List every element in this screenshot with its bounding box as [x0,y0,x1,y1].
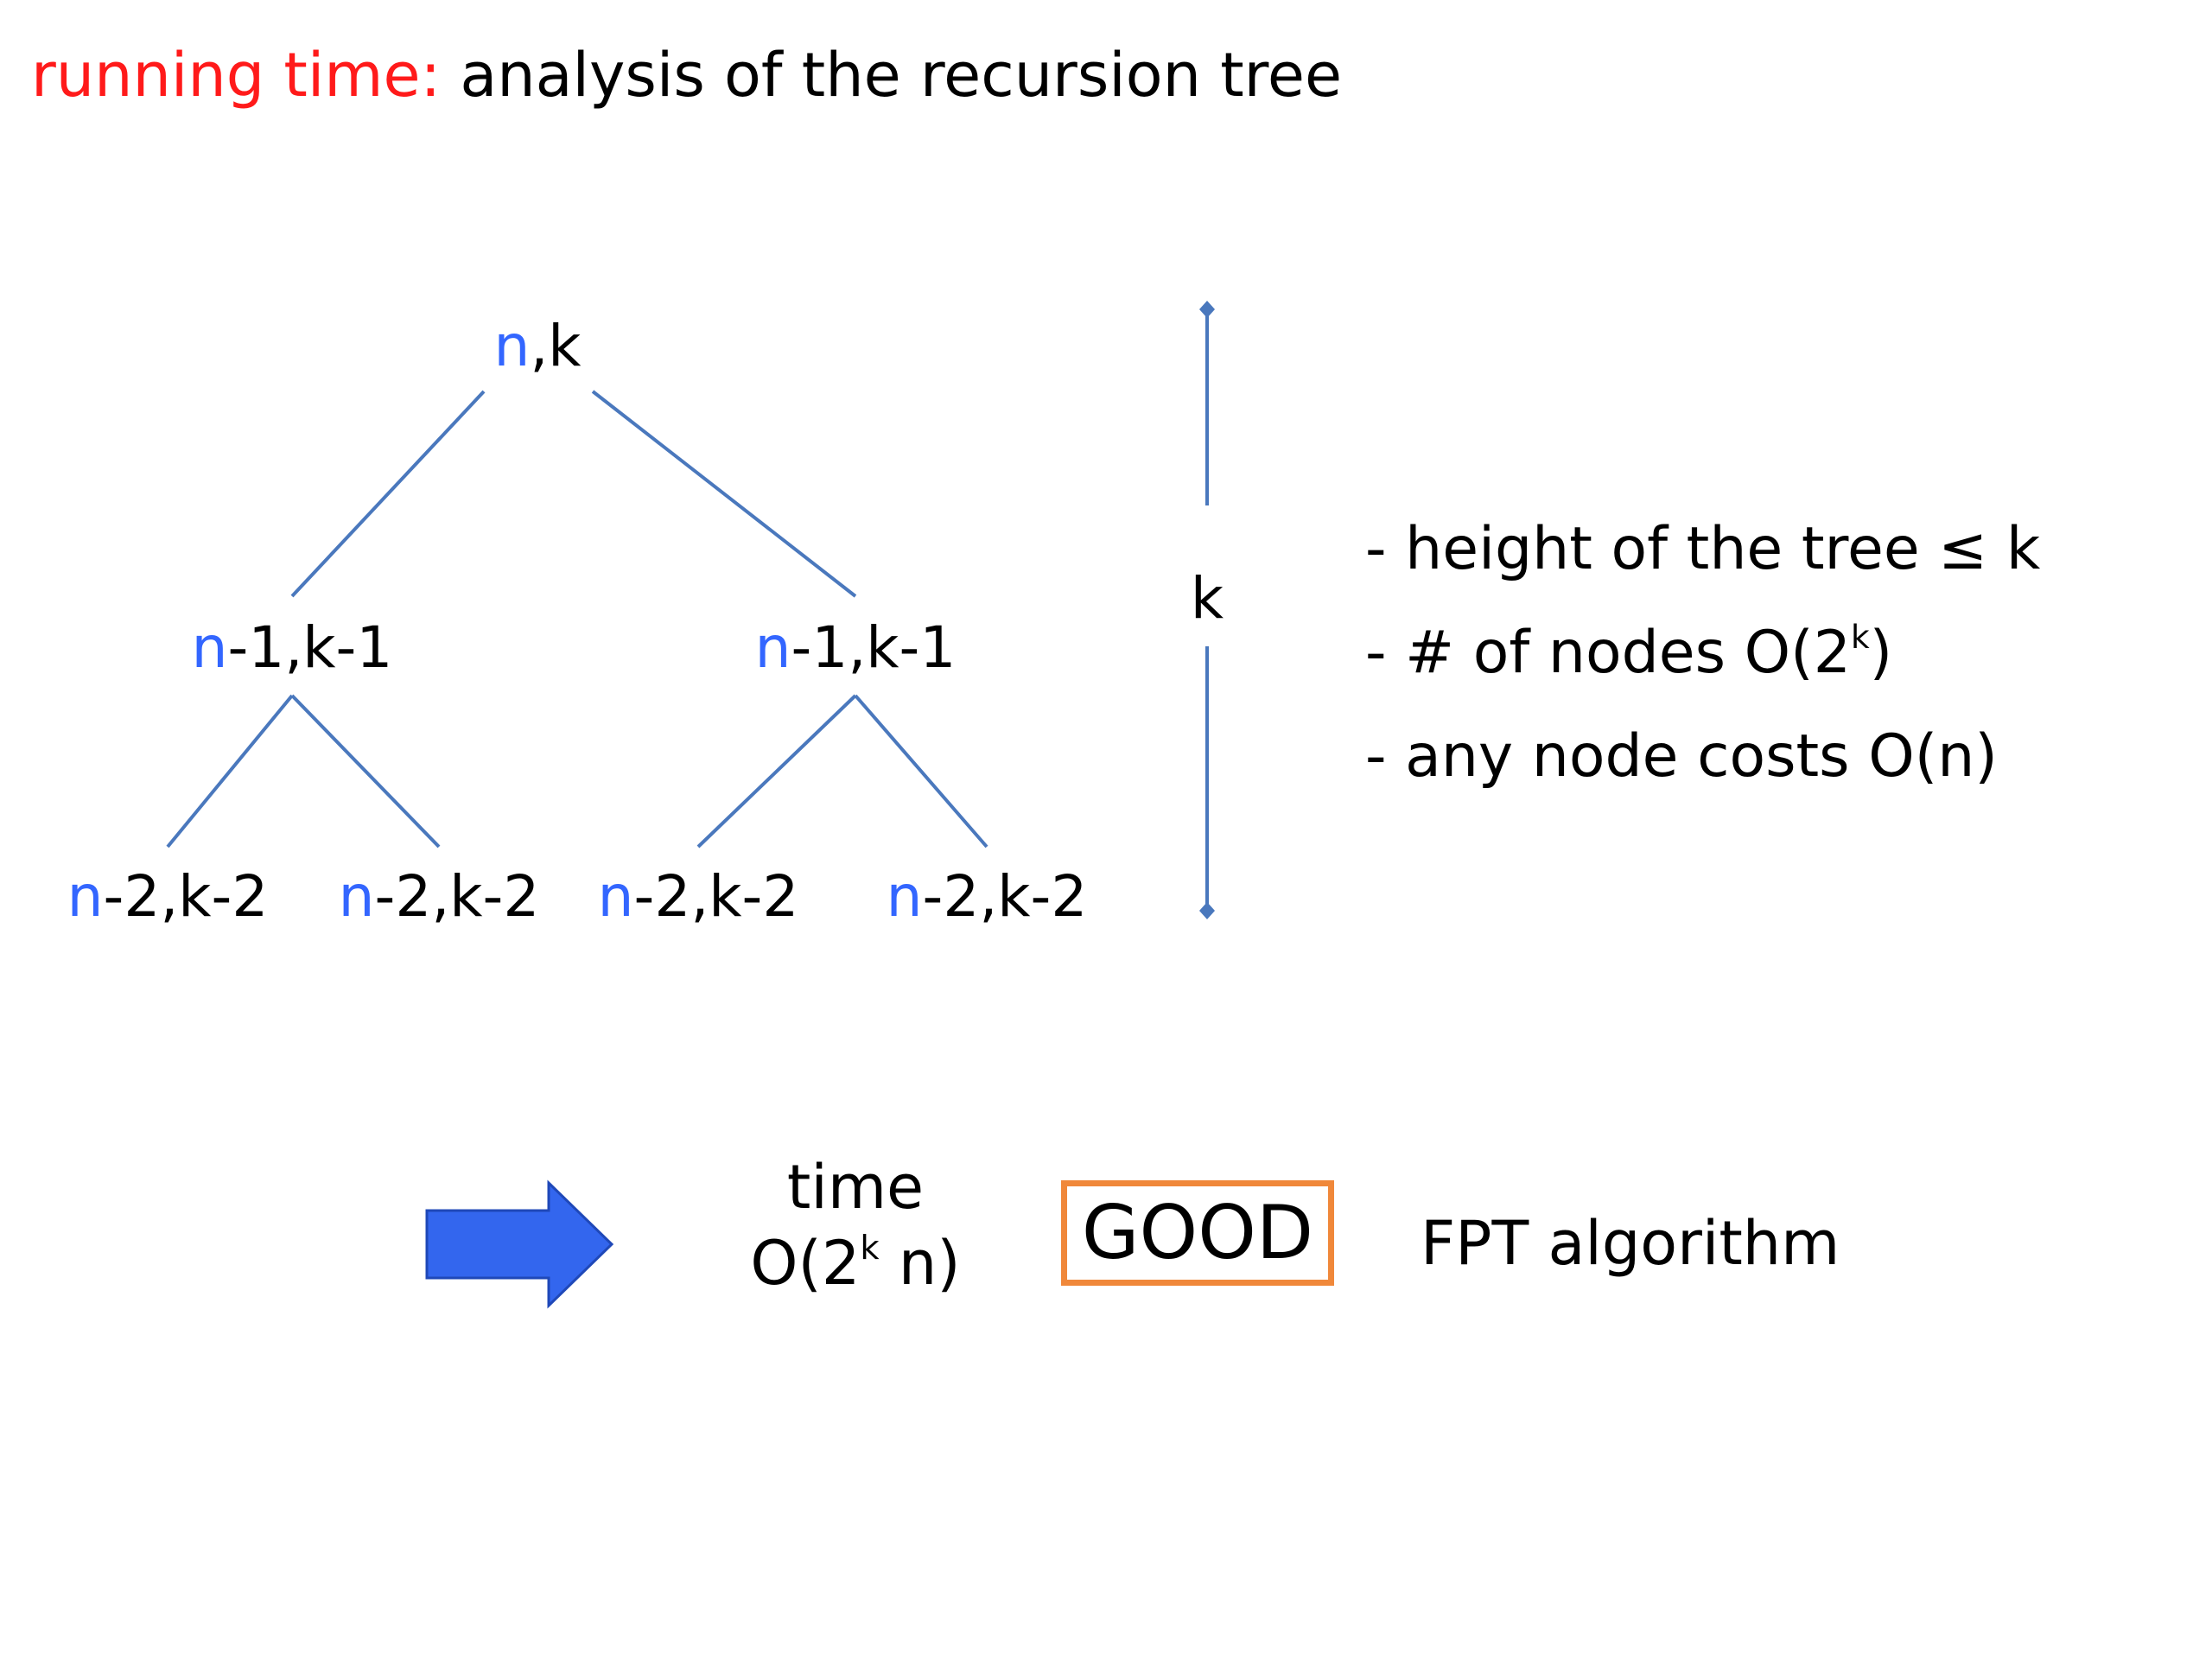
time-label: time [786,1152,925,1223]
fpt-algorithm-label: FPT algorithm [1421,1208,1840,1279]
time-complexity: time O(2k n) [750,1149,960,1301]
property-node-count: - # of nodes O(2k) [1365,617,1893,687]
property-node-cost: - any node costs O(n) [1365,722,1998,791]
tree-edge [696,694,857,849]
property-height: - height of the tree ≤ k [1365,515,2041,583]
tree-edge [290,694,441,849]
tree-node-level2-3: n-2,k-2 [597,863,799,930]
tree-node-level2-4: n-2,k-2 [886,863,1088,930]
tree-node-level2-2: n-2,k-2 [338,863,540,930]
height-top-cap [1199,301,1215,318]
tree-edge [166,694,294,849]
tree-node-level1-right: n-1,k-1 [754,614,957,681]
tree-edge [290,390,486,598]
good-badge: GOOD [1061,1180,1334,1286]
tree-node-root: n,k [493,313,582,379]
tree-node-level2-1: n-2,k-2 [67,863,269,930]
tree-height-label: k [1190,565,1224,632]
slide-title: running time: analysis of the recursion … [31,45,1342,105]
good-text: GOOD [1081,1190,1314,1276]
tree-node-level1-left: n-1,k-1 [191,614,393,681]
title-rest: analysis of the recursion tree [460,40,1343,111]
time-formula: O(2k n) [750,1228,961,1299]
tree-properties-list: - height of the tree ≤ k - # of nodes O(… [1365,498,2040,809]
tree-edge [591,390,857,598]
height-bottom-cap [1199,902,1215,919]
right-arrow-icon [425,1179,614,1309]
tree-edge [854,694,988,849]
title-accent: running time: [31,40,442,111]
